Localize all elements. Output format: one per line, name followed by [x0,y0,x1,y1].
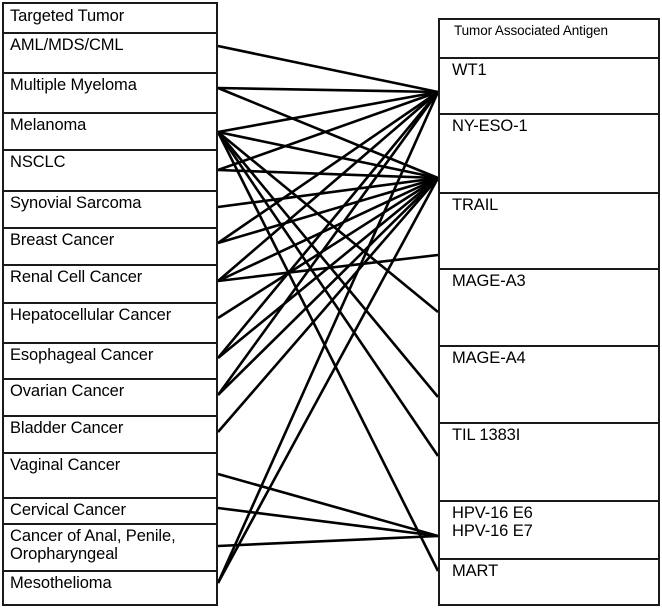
targeted-tumor-row-vaginal[interactable]: Vaginal Cancer [4,454,216,499]
right-table-header: Tumor Associated Antigen [440,20,658,59]
antigen-row-til1383i[interactable]: TIL 1383I [440,424,658,502]
link-ovarian-to-wt1 [216,91,440,396]
targeted-tumor-row-label: AML/MDS/CML [10,36,124,54]
targeted-tumor-row-label: Esophageal Cancer [10,346,154,364]
link-esophageal-to-nyeso1 [217,176,439,360]
antigen-row-label: HPV-16 E6 HPV-16 E7 [452,504,533,540]
antigen-row-hpv16[interactable]: HPV-16 E6 HPV-16 E7 [440,502,658,560]
antigen-row-label: WT1 [452,61,487,79]
left-table-header: Targeted Tumor [4,4,216,34]
targeted-tumor-row-mesothelioma[interactable]: Mesothelioma [4,572,216,608]
link-synovial-to-nyeso1 [217,176,439,209]
antigen-row-magea4[interactable]: MAGE-A4 [440,347,658,424]
link-vaginal-to-hpv16 [217,472,439,538]
link-cervical-to-hpv16 [217,506,439,538]
link-nsclc-to-wt1 [217,90,439,172]
link-renal-to-trail [217,253,439,283]
link-breast-to-wt1 [217,90,439,245]
targeted-tumor-row-label: Cervical Cancer [10,501,126,519]
targeted-tumor-row-label: Hepatocellular Cancer [10,306,172,324]
link-ovarian-to-nyeso1 [217,177,439,396]
right-header-label: Tumor Associated Antigen [454,23,608,38]
targeted-tumor-row-synovial[interactable]: Synovial Sarcoma [4,192,216,229]
targeted-tumor-row-label: Mesothelioma [10,574,112,592]
antigen-row-wt1[interactable]: WT1 [440,59,658,115]
targeted-tumor-row-myeloma[interactable]: Multiple Myeloma [4,74,216,114]
antigen-row-label: MAGE-A3 [452,272,526,290]
targeted-tumor-row-label: Melanoma [10,116,87,134]
link-melanoma-to-til1383i [216,131,440,457]
targeted-tumor-row-bladder[interactable]: Bladder Cancer [4,417,216,454]
link-melanoma-to-wt1 [217,90,439,134]
targeted-tumor-row-label: Bladder Cancer [10,419,124,437]
targeted-tumor-row-label: Breast Cancer [10,231,115,249]
link-aml-to-wt1 [217,44,439,94]
link-renal-to-nyeso1 [217,176,439,283]
targeted-tumor-row-aml[interactable]: AML/MDS/CML [4,34,216,74]
link-renal-to-wt1 [217,91,439,282]
antigen-row-label: NY-ESO-1 [452,117,528,135]
antigen-row-label: TRAIL [452,196,499,214]
link-nsclc-to-nyeso1 [217,168,439,180]
targeted-tumor-row-label: NSCLC [10,153,66,171]
link-myeloma-to-wt1 [217,86,439,94]
targeted-tumor-row-ovarian[interactable]: Ovarian Cancer [4,380,216,417]
targeted-tumor-row-nsclc[interactable]: NSCLC [4,151,216,192]
link-hepato-to-nyeso1 [217,176,439,320]
targeted-tumor-row-breast[interactable]: Breast Cancer [4,229,216,266]
targeted-tumor-row-label: Vaginal Cancer [10,456,121,474]
targeted-tumor-row-renal[interactable]: Renal Cell Cancer [4,266,216,304]
link-melanoma-to-nyeso1 [217,130,439,180]
targeted-tumor-row-label: Renal Cell Cancer [10,268,143,286]
left-header-label: Targeted Tumor [10,7,125,25]
link-esophageal-to-wt1 [216,91,440,359]
targeted-tumor-row-anal[interactable]: Cancer of Anal, Penile, Oropharyngeal [4,525,216,572]
targeted-tumor-table: Targeted Tumor AML/MDS/CML Multiple Myelo… [2,2,218,606]
targeted-tumor-row-label: Cancer of Anal, Penile, Oropharyngeal [10,527,176,563]
targeted-tumor-row-cervical[interactable]: Cervical Cancer [4,499,216,525]
antigen-row-magea3[interactable]: MAGE-A3 [440,270,658,347]
link-myeloma-to-nyeso1 [217,86,439,180]
antigen-row-trail[interactable]: TRAIL [440,194,658,270]
antigen-row-label: MAGE-A4 [452,349,526,367]
targeted-tumor-row-hepato[interactable]: Hepatocellular Cancer [4,304,216,344]
targeted-tumor-row-esophageal[interactable]: Esophageal Cancer [4,344,216,380]
targeted-tumor-row-melanoma[interactable]: Melanoma [4,114,216,151]
link-melanoma-to-mart [216,131,440,572]
link-melanoma-to-magea4 [216,131,440,398]
link-melanoma-to-magea3 [217,130,439,314]
antigen-row-mart[interactable]: MART [440,560,658,606]
antigen-row-nyeso1[interactable]: NY-ESO-1 [440,115,658,194]
link-bladder-to-nyeso1 [217,177,439,433]
targeted-tumor-row-label: Synovial Sarcoma [10,194,142,212]
antigen-row-label: MART [452,562,499,580]
link-breast-to-nyeso1 [217,176,439,245]
targeted-tumor-row-label: Ovarian Cancer [10,382,125,400]
link-mesothelioma-to-wt1 [216,91,440,584]
antigen-row-label: TIL 1383I [452,426,521,444]
link-anal-to-hpv16 [217,534,439,548]
targeted-tumor-row-label: Multiple Myeloma [10,76,137,94]
link-mesothelioma-to-nyeso1 [216,177,440,584]
